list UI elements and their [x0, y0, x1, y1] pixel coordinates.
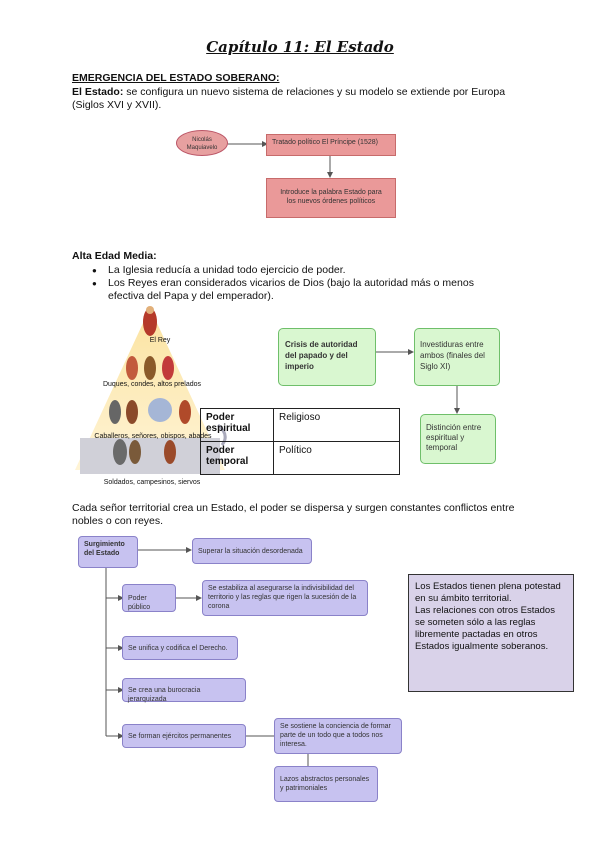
ejercitos-box: Se forman ejércitos permanentes: [122, 724, 246, 748]
investiduras-box: Investiduras entre ambos (finales del Si…: [414, 328, 500, 386]
conciencia-box: Se sostiene la conciencia de formar part…: [274, 718, 402, 754]
arrow-down-icon: [327, 156, 333, 178]
surgimiento-box: Surgimiento del Estado: [78, 536, 138, 568]
distincion-box: Distinción entre espiritual y temporal: [420, 414, 496, 464]
edad-media-list: La Iglesia reducía a unidad todo ejercic…: [88, 264, 508, 303]
estabiliza-box: Se estabiliza al asegurarse la indivisib…: [202, 580, 368, 616]
power-label: Poder temporal: [200, 441, 274, 475]
poder-publico-box: Poder público: [122, 584, 176, 612]
arrow-right-icon: [376, 349, 414, 355]
flow-connectors: [105, 547, 311, 780]
estado-bold: El Estado:: [72, 86, 124, 98]
burocracia-box: Se crea una burocracia jerarquizada: [122, 678, 246, 703]
estado-word-box: Introduce la palabra Estado para los nue…: [266, 178, 396, 218]
estado-text: se configura un nuevo sistema de relacio…: [72, 86, 506, 111]
maquiavelo-oval: Nicolás Maquiavelo: [176, 130, 228, 156]
power-label: Poder espiritual: [200, 408, 274, 442]
estado-paragraph: El Estado: se configura un nuevo sistema…: [72, 86, 512, 112]
arrow-down-icon: [454, 386, 460, 414]
feudal-pyramid-illustration: [75, 306, 227, 474]
crisis-box: Crisis de autoridad del papado y del imp…: [278, 328, 376, 386]
table-row: Poder temporal Político: [200, 441, 400, 475]
lazos-box: Lazos abstractos personales y patrimonia…: [274, 766, 378, 802]
section-heading-emergencia: EMERGENCIA DEL ESTADO SOBERANO:: [72, 72, 280, 84]
table-row: Poder espiritual Religioso: [200, 408, 400, 442]
list-item: Los Reyes eran considerados vicarios de …: [88, 277, 508, 303]
pyramid-soldados-label: Soldados, campesinos, siervos: [103, 479, 201, 486]
derecho-box: Se unifica y codifica el Derecho.: [122, 636, 238, 660]
pyramid-duques-label: Duques, condes, altos prelados: [102, 381, 202, 388]
pyramid-caballeros-label: Caballeros, señores, obispos, abades: [94, 433, 212, 440]
arrow-right-icon: [228, 141, 268, 147]
superar-box: Superar la situación desordenada: [192, 538, 312, 564]
soberania-note: Los Estados tienen plena potestad en su …: [408, 574, 574, 692]
page-title: Capítulo 11: El Estado: [206, 38, 394, 56]
powers-table: Poder espiritual Religioso Poder tempora…: [200, 408, 400, 475]
principe-box: Tratado político El Príncipe (1528): [266, 134, 396, 156]
alta-edad-media-heading: Alta Edad Media:: [72, 250, 157, 262]
senor-territorial-paragraph: Cada señor territorial crea un Estado, e…: [72, 502, 515, 527]
list-item: La Iglesia reducía a unidad todo ejercic…: [88, 264, 508, 277]
pyramid-rey-label: El Rey: [149, 337, 171, 344]
power-value: Religioso: [273, 408, 400, 442]
power-value: Político: [273, 441, 400, 475]
